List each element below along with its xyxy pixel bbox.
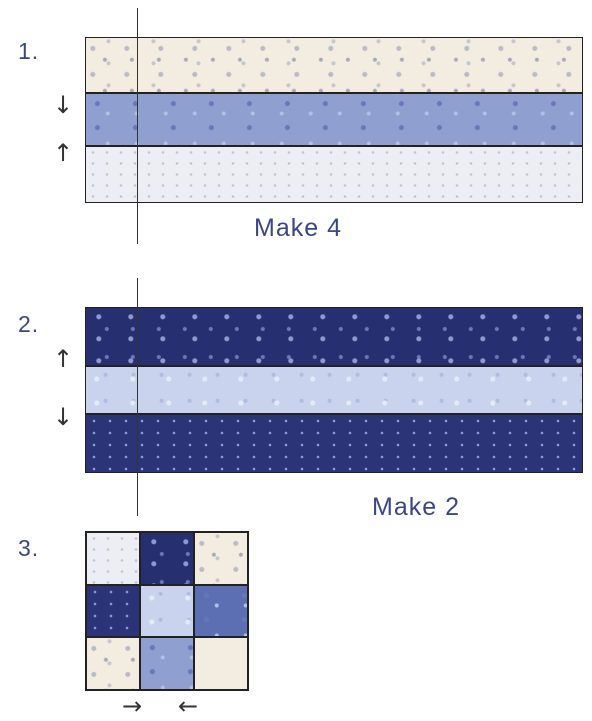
- patch-r2-c1: [86, 585, 140, 638]
- press-up-arrow-icon: ↑: [53, 347, 73, 371]
- press-down-arrow-icon: ↓: [53, 93, 73, 117]
- press-up-arrow-icon: ↑: [53, 141, 73, 165]
- patch-r3-c3: [194, 637, 248, 690]
- step-1-cut-line: [137, 8, 138, 244]
- step-2-cut-line: [137, 278, 138, 516]
- step-1-number: 1.: [18, 38, 39, 65]
- step-1-make-label: Make 4: [254, 214, 342, 243]
- press-right-arrow-icon: →: [122, 694, 142, 718]
- patch-r2-c3: [194, 585, 248, 638]
- patch-r3-c1: [86, 637, 140, 690]
- nine-patch-block: [85, 531, 249, 691]
- step-3-number: 3.: [18, 535, 39, 562]
- step-1-strip-bottom-white: [85, 146, 583, 203]
- step-2-strip-middle-ice: [85, 366, 583, 414]
- patch-r2-c2: [140, 585, 194, 638]
- patch-r3-c2: [140, 637, 194, 690]
- patch-r1-c1: [86, 532, 140, 585]
- press-down-arrow-icon: ↓: [53, 405, 73, 429]
- step-1-strip-middle-periwinkle: [85, 93, 583, 146]
- patch-r1-c2: [140, 532, 194, 585]
- step-2-number: 2.: [18, 311, 39, 338]
- patch-r1-c3: [194, 532, 248, 585]
- press-left-arrow-icon: ←: [178, 694, 198, 718]
- step-1-strip-top-cream: [85, 37, 583, 93]
- step-2-strip-bottom-navy: [85, 414, 583, 473]
- step-2-strip-top-navy: [85, 307, 583, 366]
- step-2-make-label: Make 2: [372, 493, 460, 522]
